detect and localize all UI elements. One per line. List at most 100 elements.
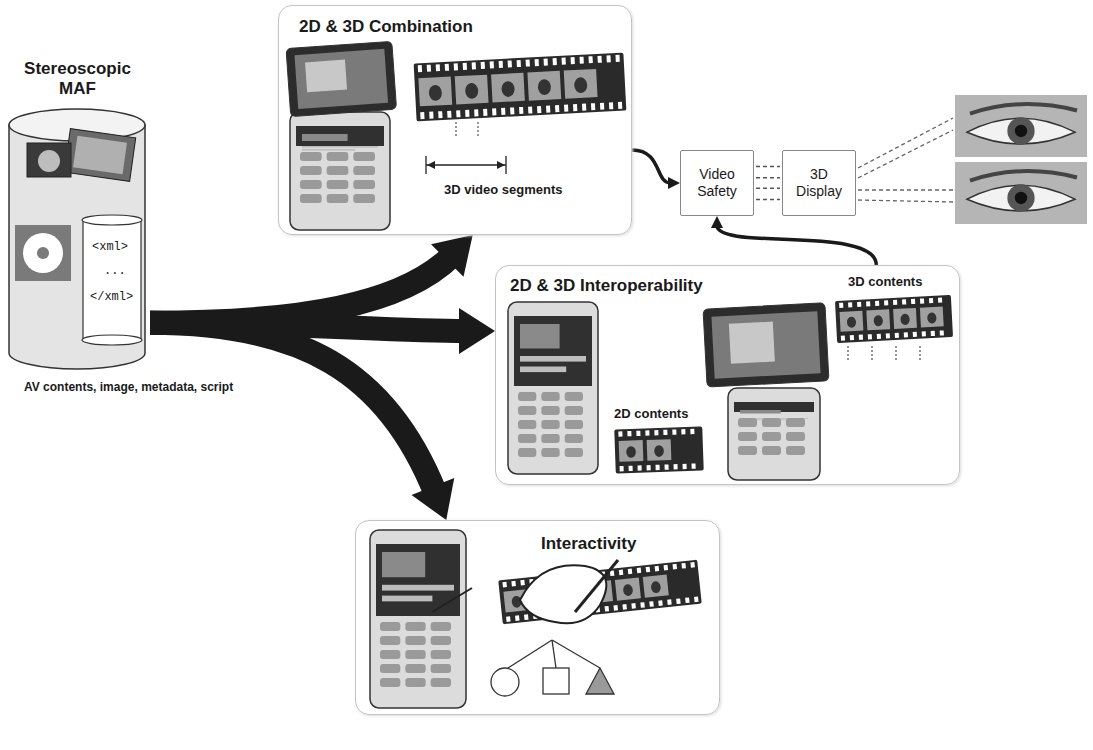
phone-key: [431, 636, 451, 645]
segment-mark: [895, 346, 897, 360]
phone-key: [565, 448, 583, 457]
node-title: 2D & 3D Interoperability: [510, 276, 703, 296]
phone-key: [327, 180, 349, 189]
photo-image: [73, 136, 127, 175]
sprocket-hole: [940, 330, 944, 335]
eye-brow: [970, 171, 1077, 181]
sprocket-hole: [655, 566, 660, 572]
sprocket-hole: [922, 331, 926, 336]
eye-shape: [967, 118, 1075, 144]
phone-key: [380, 678, 400, 687]
sprocket-hole: [682, 464, 686, 469]
sprocket-hole: [647, 465, 651, 470]
sprocket-hole: [665, 464, 669, 469]
phone-key: [518, 406, 536, 415]
sprocket-hole: [841, 336, 845, 341]
sprocket-hole: [490, 61, 494, 68]
film-strip: [414, 53, 627, 122]
screen-frame: [703, 303, 829, 387]
sprocket-hole: [517, 60, 521, 67]
sprocket-hole: [508, 60, 512, 67]
bracket-tick: [425, 156, 426, 174]
sprocket-hole: [685, 597, 690, 603]
sprocket-hole: [691, 463, 695, 468]
node-title: 3D Display: [787, 166, 851, 200]
sprocket-hole: [866, 301, 870, 306]
phone-key: [762, 432, 781, 441]
flip-screen: [703, 303, 829, 387]
sprocket-hole: [535, 59, 539, 66]
sprocket-hole: [656, 465, 660, 470]
phone-key: [518, 420, 536, 429]
sprocket-hole: [438, 111, 442, 118]
phone-body: [728, 388, 820, 480]
phone-key: [327, 194, 349, 203]
phone-key: [541, 420, 559, 429]
eye-shape: [967, 185, 1075, 211]
eye-brow: [970, 104, 1077, 114]
phone-key: [300, 180, 322, 189]
sprocket-hole: [672, 564, 677, 570]
sprocket-hole: [445, 64, 449, 71]
phone-key: [565, 434, 583, 443]
sprocket-hole: [515, 615, 520, 621]
triangle-shape: [586, 668, 614, 694]
sprocket-hole: [848, 302, 852, 307]
phone-key: [541, 406, 559, 415]
sprocket-hole: [859, 335, 863, 340]
phone-key: [738, 432, 757, 441]
screen-image: [295, 49, 389, 109]
xml-tag: </xml>: [90, 290, 133, 304]
phone-key: [738, 446, 757, 455]
phone-key: [380, 664, 400, 673]
sprocket-hole: [649, 601, 654, 607]
sprocket-hole: [436, 64, 440, 71]
phone-key: [565, 392, 583, 401]
slider-screen: [286, 41, 396, 116]
sprocket-hole: [629, 466, 633, 471]
sprocket-hole: [676, 598, 681, 604]
touch-phone: [370, 530, 466, 708]
sprocket-hole: [645, 430, 649, 435]
sprocket-hole: [640, 602, 645, 608]
film-frame: [418, 77, 452, 107]
signal-line: [756, 188, 780, 190]
sprocket-hole: [502, 582, 507, 588]
sprocket-hole: [884, 300, 888, 305]
sprocket-hole: [628, 569, 633, 575]
cylinder-body: [9, 125, 145, 369]
flow-arrow: [632, 150, 680, 189]
sprocket-hole: [605, 606, 610, 612]
sprocket-hole: [571, 57, 575, 64]
film-frame: [619, 440, 644, 462]
phone-key: [786, 418, 805, 427]
sprocket-hole: [472, 62, 476, 69]
sprocket-hole: [474, 109, 478, 116]
sprocket-hole: [418, 65, 422, 72]
screen-line: [302, 146, 378, 148]
eye-iris: [1007, 117, 1034, 144]
sprocket-hole: [447, 111, 451, 118]
phone-key: [353, 194, 375, 203]
screen-image: [382, 552, 425, 577]
phone-key: [786, 432, 805, 441]
xml-tag: <xml>: [92, 240, 128, 254]
film-frame: [893, 308, 917, 329]
eye-ground: [955, 162, 1087, 224]
sprocket-hole: [902, 299, 906, 304]
phone-key: [541, 434, 559, 443]
node-note: 2D contents: [614, 406, 688, 422]
sprocket-hole: [875, 301, 879, 306]
sprocket-hole: [463, 63, 467, 70]
flow-arrow: [711, 216, 876, 265]
phone-screen: [514, 316, 592, 386]
frame-figure: [900, 314, 910, 326]
screen-line: [302, 149, 355, 151]
bracket-head: [497, 161, 505, 169]
frame-figure: [623, 584, 634, 597]
eye-pupil: [1015, 125, 1027, 137]
node-title: 2D & 3D Combination: [299, 17, 473, 37]
bracket-tick: [505, 156, 506, 174]
phone-key: [786, 446, 805, 455]
reel-hub: [37, 247, 49, 259]
